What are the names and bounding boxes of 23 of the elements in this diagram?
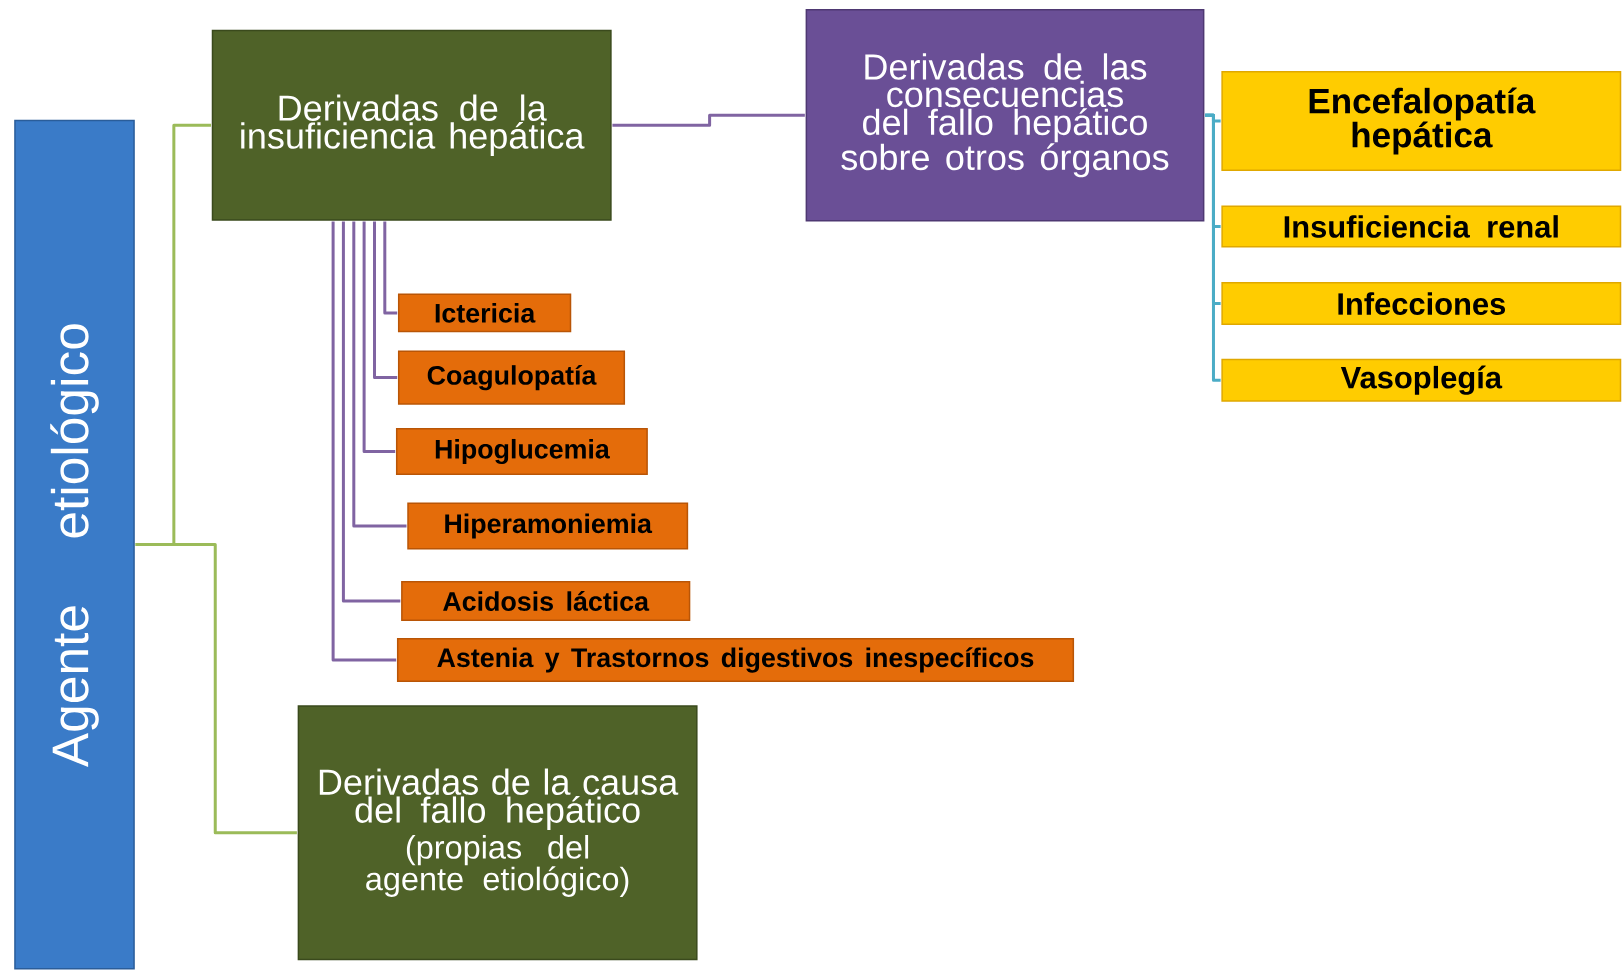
symptom-box: Coagulopatía [397,350,626,405]
agent-bar: Agente etiológico [14,119,135,970]
symptom-box: Hiperamoniemia [407,502,689,550]
consequence-box: Infecciones [1221,282,1622,326]
category-box: Derivadas de la causa del fallo hepático (propias del agente etiológico) [297,705,698,961]
category-box: Derivadas de la insuficiencia hepática [211,29,612,221]
connector-line [612,113,805,127]
consequence-box: Insuficiencia renal [1221,205,1622,248]
connector-line [383,221,398,315]
connector-line [352,221,407,528]
connector-line [362,221,396,453]
category-box: Derivadas de las consecuencias del fallo hepático sobre otros órganos [805,9,1205,222]
connector-line [341,221,401,603]
symptom-box: Acidosis láctica [401,581,691,621]
symptom-box: Hipoglucemia [395,427,648,476]
symptom-box: Astenia y Trastornos digestivos inespecíficos [396,638,1075,682]
connector-line [135,543,297,835]
connector-line [331,221,397,662]
consequence-box: Encefalopatía hepática [1221,71,1622,171]
consequence-box: Vasoplegía [1221,358,1622,402]
symptom-box: Ictericia [397,293,572,333]
connector-line [373,221,398,380]
connector-line [1205,113,1221,382]
